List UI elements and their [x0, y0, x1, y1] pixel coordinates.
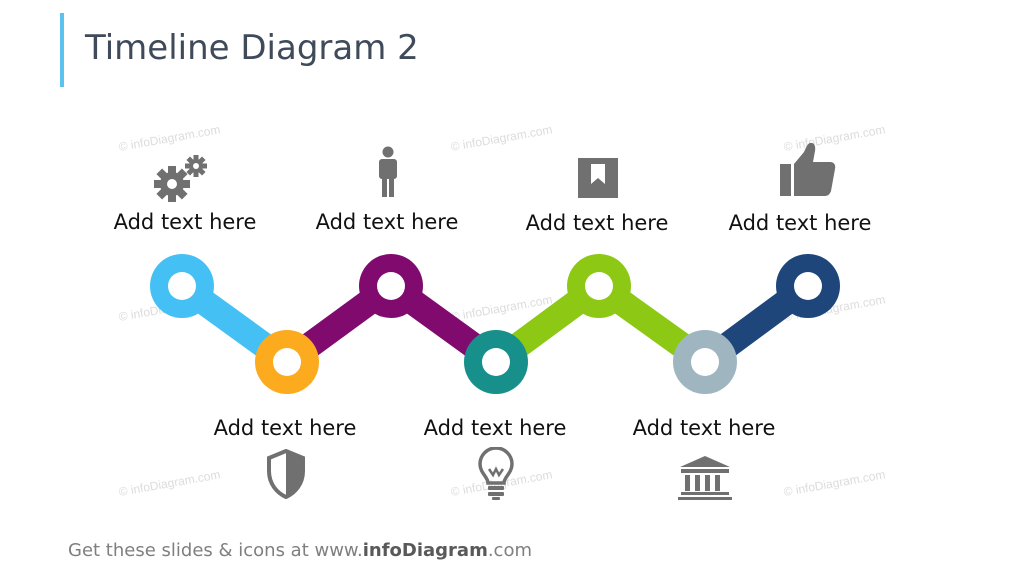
step-1-label: Add text here	[113, 210, 257, 234]
title-accent-bar	[60, 13, 64, 87]
lightbulb-icon	[478, 447, 514, 500]
footer: Get these slides & icons at www.infoDiag…	[68, 540, 532, 561]
thumbs-up-icon	[780, 142, 836, 196]
footer-prefix: Get these slides & icons at www.	[68, 540, 363, 561]
step-7-node	[776, 254, 840, 318]
step-5-label: Add text here	[525, 211, 669, 235]
shield-icon	[267, 449, 305, 499]
gears-icon	[154, 155, 207, 202]
step-2-node	[255, 330, 319, 394]
step-5-node	[567, 254, 631, 318]
page-title: Timeline Diagram 2	[85, 28, 419, 68]
step-3-label: Add text here	[315, 210, 459, 234]
step-6-label: Add text here	[632, 416, 776, 440]
bank-icon	[678, 456, 732, 500]
bookmark-icon	[578, 158, 618, 198]
step-7-label: Add text here	[728, 211, 872, 235]
step-4-label: Add text here	[423, 416, 567, 440]
step-4-node	[464, 330, 528, 394]
step-1-node	[150, 254, 214, 318]
footer-brand[interactable]: infoDiagram	[362, 540, 488, 561]
step-3-node	[359, 254, 423, 318]
step-6-node	[673, 330, 737, 394]
footer-suffix: .com	[487, 540, 532, 561]
step-2-label: Add text here	[213, 416, 357, 440]
person-icon	[379, 146, 397, 197]
